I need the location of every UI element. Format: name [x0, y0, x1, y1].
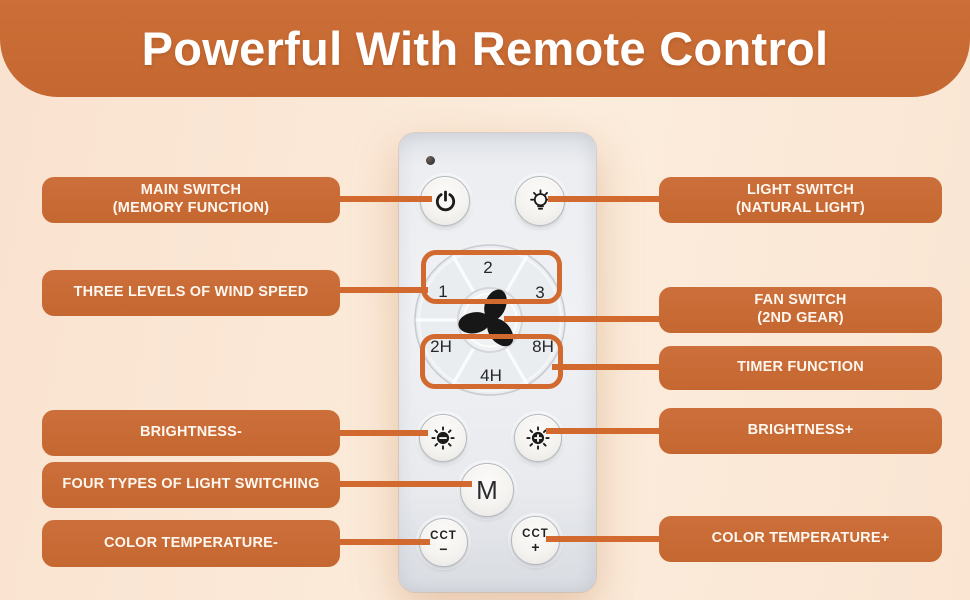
sun-plus-icon	[526, 426, 550, 450]
callout-text: COLOR TEMPERATURE-	[103, 534, 279, 551]
callout-color-temp-minus: COLOR TEMPERATURE-	[42, 520, 340, 567]
connector-line-main-switch	[336, 196, 432, 202]
callout-text: TIMER FUNCTION	[737, 359, 864, 376]
connector-line-color-temp-minus	[336, 539, 430, 545]
callout-wind-speed: THREE LEVELS OF WIND SPEED	[42, 270, 340, 316]
callout-text: THREE LEVELS OF WIND SPEED	[73, 284, 309, 301]
connector-line-light-switch	[548, 196, 664, 202]
fan-speed-3-button[interactable]: 3	[535, 283, 545, 302]
callout-light-switching: FOUR TYPES OF LIGHT SWITCHING	[42, 462, 340, 508]
callout-text: BRIGHTNESS-	[139, 424, 243, 441]
callout-text: (NATURAL LIGHT)	[736, 200, 865, 216]
callout-text: (MEMORY FUNCTION)	[112, 200, 270, 216]
fan-speed-1-button[interactable]: 1	[438, 282, 448, 301]
fan-speed-2-button[interactable]: 2	[483, 258, 493, 277]
sun-minus-icon	[431, 426, 455, 450]
connector-line-brightness-plus	[546, 428, 664, 434]
mode-label: M	[476, 474, 498, 505]
mode-button[interactable]: M	[460, 463, 514, 517]
brightness-plus-button[interactable]	[514, 414, 562, 462]
connector-line-color-temp-plus	[546, 536, 664, 542]
connector-line-brightness-minus	[336, 430, 428, 436]
timer-highlight	[420, 334, 563, 389]
timer-4h-button[interactable]: 4H	[480, 366, 502, 385]
callout-text: LIGHT SWITCH	[746, 182, 855, 199]
callout-light-switch: LIGHT SWITCH (NATURAL LIGHT)	[659, 177, 942, 223]
light-button[interactable]	[515, 176, 565, 226]
connector-line-fan-switch	[504, 316, 664, 322]
callout-text: BRIGHTNESS+	[747, 422, 854, 439]
callout-brightness-plus: BRIGHTNESS+	[659, 408, 942, 454]
callout-fan-switch: FAN SWITCH (2ND GEAR)	[659, 287, 942, 333]
header-banner: Powerful With Remote Control	[0, 0, 970, 97]
callout-text: FAN SWITCH	[754, 292, 847, 309]
minus-sign: −	[439, 540, 448, 557]
plus-sign: +	[531, 538, 540, 555]
callout-text: COLOR TEMPERATURE+	[711, 530, 890, 547]
callout-main-switch: MAIN SWITCH (MEMORY FUNCTION)	[42, 177, 340, 223]
connector-line-timer	[552, 364, 664, 370]
cct-label: CCT	[430, 529, 457, 542]
wind-speed-highlight	[421, 250, 562, 304]
cct-label: CCT	[522, 527, 549, 540]
fan-icon	[458, 289, 514, 347]
connector-line-light-switching	[336, 481, 472, 487]
callout-text: (2ND GEAR)	[757, 310, 844, 326]
power-icon	[435, 190, 455, 211]
callout-color-temp-plus: COLOR TEMPERATURE+	[659, 516, 942, 562]
callout-brightness-minus: BRIGHTNESS-	[42, 410, 340, 456]
brightness-minus-button[interactable]	[419, 414, 467, 462]
led-indicator	[426, 156, 435, 165]
timer-2h-button[interactable]: 2H	[430, 337, 452, 356]
callout-text: FOUR TYPES OF LIGHT SWITCHING	[62, 476, 320, 493]
connector-line-wind-speed	[336, 287, 428, 293]
callout-timer: TIMER FUNCTION	[659, 346, 942, 390]
page-title: Powerful With Remote Control	[141, 22, 829, 75]
callout-text: MAIN SWITCH	[140, 182, 242, 199]
